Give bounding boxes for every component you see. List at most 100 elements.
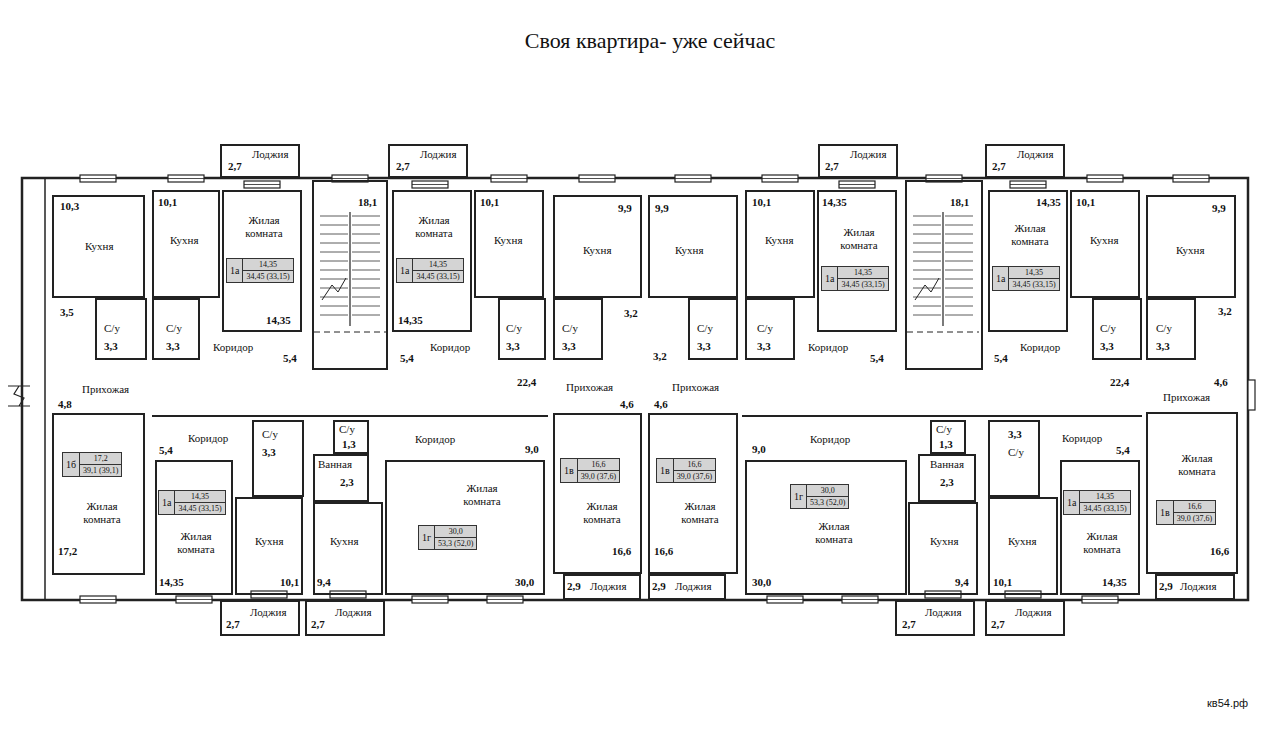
area-value: 10,1 [280, 576, 299, 589]
stair-step [352, 252, 380, 253]
room: Лоджия2,7 [220, 144, 300, 178]
apartment-tag: 1г30,053,3 (52,0) [418, 525, 477, 550]
stair-step [913, 225, 941, 226]
apartment-area: 34,45 (33,15) [1083, 504, 1126, 513]
apartment-area: 14,35 [1025, 268, 1043, 277]
tag-cell: 1а [993, 267, 1009, 290]
room-name: Лоджия [250, 606, 287, 619]
area-value: 3,3 [104, 340, 118, 353]
apartment-type: 1г [794, 491, 803, 502]
window-glass [168, 178, 204, 179]
room: 1в16,639,0 (37,6)Жилая комната16,6 [1146, 412, 1238, 574]
apartment-area: 34,45 (33,15) [246, 272, 289, 281]
room-name: Коридор [430, 341, 470, 354]
room-name: С/у [1100, 322, 1116, 335]
room: Ванная2,3 [918, 454, 976, 502]
room-name: Лоджия [675, 580, 712, 593]
apartment-tag: 1а14,3534,45 (33,15) [158, 490, 226, 515]
stair-step [352, 234, 380, 235]
room-name: Коридор [213, 341, 253, 354]
room: С/у1,3 [333, 420, 369, 454]
room-name: Кухня [1090, 234, 1118, 247]
area-value: 3,3 [757, 340, 771, 353]
tag-cell: 1г [419, 526, 435, 549]
stair-step [913, 270, 941, 271]
window-frame [412, 181, 448, 188]
window [839, 181, 875, 188]
window-glass [579, 178, 615, 179]
area-value: 4,6 [654, 398, 668, 411]
open-area: Коридор9,0 [745, 422, 905, 460]
window-glass [80, 178, 116, 179]
apartment-type: 1а [162, 497, 171, 508]
apartment-area: 16,6 [591, 460, 605, 469]
divider-line [80, 464, 121, 465]
room-name: Кухня [85, 240, 113, 253]
room: 1а14,3534,45 (33,15)Жилая комната14,35 [817, 190, 897, 332]
apartment-area: 34,45 (33,15) [416, 272, 459, 281]
window-frame [176, 596, 212, 603]
staircase [907, 212, 979, 332]
window-frame [767, 596, 803, 603]
window-glass [332, 178, 368, 179]
window [176, 596, 212, 603]
stair-step [352, 306, 380, 307]
stair-step [945, 225, 973, 226]
apartment-tag: 1б17,239,1 (39,1) [62, 452, 122, 477]
stair-step [320, 270, 348, 271]
room: 1а14,3534,45 (33,15)Жилая комната14,35 [1060, 460, 1140, 595]
area-value: 14,35 [1036, 196, 1061, 209]
apartment-tag: 1а14,3534,45 (33,15) [396, 258, 464, 283]
area-value: 18,1 [358, 196, 377, 209]
room-name: Жилая комната [802, 520, 866, 546]
window [1173, 175, 1209, 182]
area-value: 3,3 [262, 446, 276, 459]
window-frame [579, 175, 615, 182]
stair-step [913, 306, 941, 307]
window-glass [176, 599, 212, 600]
room-name: Кухня [765, 234, 793, 247]
window [244, 181, 280, 188]
room-name: Лоджия [335, 606, 372, 619]
room: С/у3,3 [553, 298, 603, 360]
room-name: Кухня [1008, 535, 1036, 548]
room: Лоджия2,7 [985, 144, 1065, 178]
divider-line [1174, 512, 1215, 513]
tag-cell: 14,3534,45 (33,15) [838, 267, 887, 290]
tag-cell: 14,3534,45 (33,15) [1080, 491, 1129, 514]
area-value: 1,3 [342, 438, 356, 451]
tag-cell: 30,053,3 (52,0) [807, 485, 848, 508]
divider-line [435, 537, 476, 538]
room: С/у3,3 [745, 298, 795, 360]
area-value: 30,0 [515, 576, 534, 589]
room-name: Прихожая [566, 381, 613, 394]
room: Кухня9,4 [908, 502, 978, 595]
stair-step [320, 306, 348, 307]
apartment-area: 34,45 (33,15) [1012, 280, 1055, 289]
area-value: 3,5 [60, 306, 74, 319]
area-value: 16,6 [654, 545, 673, 558]
area-value: 17,2 [58, 545, 77, 558]
window-frame [1082, 596, 1118, 603]
room-name: Жилая комната [450, 482, 514, 508]
area-value: 2,9 [652, 580, 666, 593]
window [80, 175, 116, 182]
open-area: Коридор9,0 [385, 422, 545, 460]
tag-cell: 1б [63, 453, 80, 476]
area-value: 30,0 [752, 576, 771, 589]
open-area: Коридор5,4 [155, 420, 235, 460]
stair-step [320, 279, 348, 280]
room-name: Жилая комната [668, 500, 732, 526]
room-name: С/у [166, 322, 182, 335]
stair-step [945, 243, 973, 244]
tag-cell: 1в [657, 459, 674, 482]
room: Лоджия2,7 [220, 600, 300, 636]
stair-step [945, 315, 973, 316]
area-value: 3,3 [1008, 428, 1022, 441]
area-value: 9,0 [752, 443, 766, 456]
break-symbol [8, 386, 30, 406]
room: 1в16,639,0 (37,6)Жилая комната16,6 [648, 413, 738, 574]
apartment-tag: 1а 14,35 34,45 (33,15) [992, 266, 1060, 291]
area-value: 9,9 [618, 202, 632, 215]
